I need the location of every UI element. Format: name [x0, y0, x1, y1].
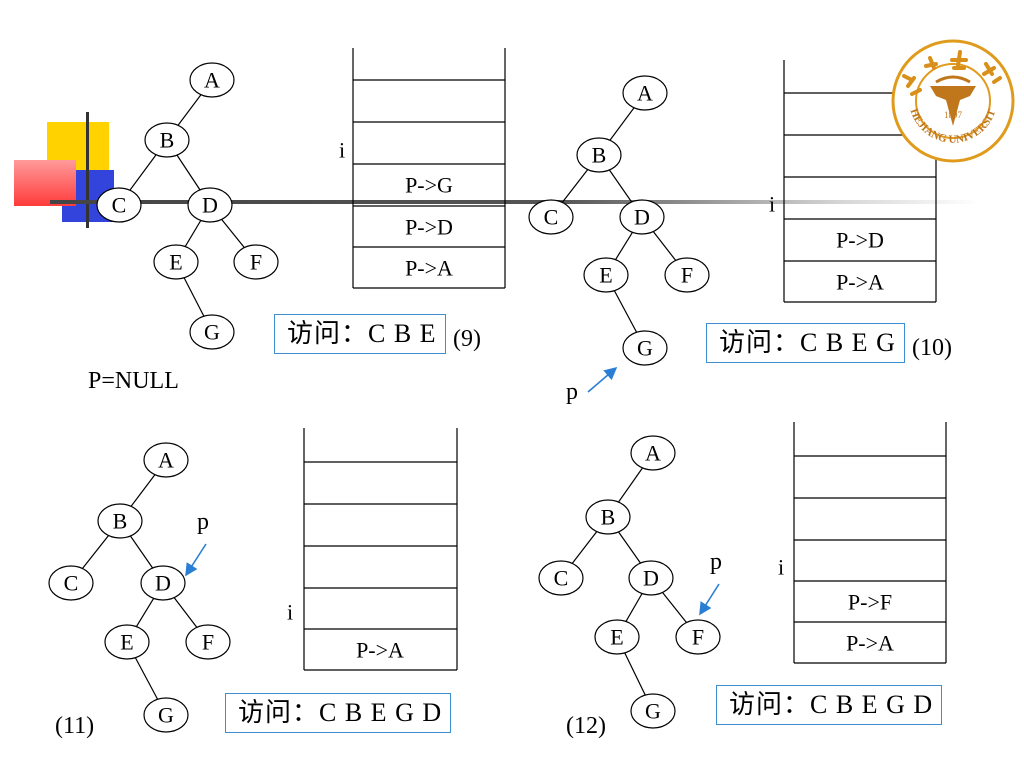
stack-entry: P->D	[405, 215, 453, 240]
svg-text:1897: 1897	[944, 110, 963, 120]
tree-node	[187, 187, 233, 223]
node-label: G	[645, 699, 661, 724]
pointer-arrow	[587, 366, 618, 393]
node-label: B	[113, 509, 128, 534]
panel-10-tree: A B C D E F G p	[528, 75, 710, 405]
tree-node	[630, 693, 676, 729]
panel-11-tree: A B C D E F G p	[48, 442, 231, 733]
node-label: B	[601, 505, 616, 530]
visit-box-12: 访问：C B E G D	[716, 685, 943, 725]
node-label: E	[169, 250, 182, 275]
stack-entry: P->A	[405, 256, 453, 281]
node-label: C	[64, 571, 79, 596]
node-label: E	[599, 263, 612, 288]
node-label: D	[643, 566, 659, 591]
tree-node	[594, 619, 640, 655]
visit-box-11: 访问：C B E G D	[225, 693, 452, 733]
node-label: D	[202, 193, 218, 218]
tree-node	[622, 75, 668, 111]
node-label: A	[204, 68, 220, 93]
node-label: A	[158, 448, 174, 473]
node-label: E	[120, 630, 133, 655]
tree-node	[233, 244, 279, 280]
tree-node	[622, 330, 668, 366]
decor-red-block	[14, 160, 76, 206]
stack-index-label: i	[339, 138, 345, 163]
stack-entry: P->A	[846, 631, 894, 656]
pointer-arrow	[185, 543, 207, 577]
stack-entry: P->G	[405, 173, 453, 198]
node-label: C	[544, 205, 559, 230]
stack-index-label: i	[778, 555, 784, 580]
node-label: C	[112, 193, 127, 218]
node-label: G	[204, 320, 220, 345]
panel-number-10: (10)	[912, 335, 952, 361]
university-logo: 1897 ZHEJIANG UNIVERSITY	[890, 38, 1015, 163]
tree-node	[189, 62, 235, 98]
node-label: F	[250, 250, 262, 275]
node-label: D	[634, 205, 650, 230]
tree-node	[630, 435, 676, 471]
panel-12-tree: A B C D E F G p	[538, 435, 722, 729]
panel-9-stack	[352, 48, 506, 289]
tree-node	[585, 499, 631, 535]
node-label: G	[158, 703, 174, 728]
tree-node	[538, 560, 584, 596]
tree-node	[185, 624, 231, 660]
node-label: F	[692, 625, 704, 650]
tree-node	[583, 257, 629, 293]
pointer-label: p	[710, 549, 722, 575]
node-label: B	[592, 143, 607, 168]
tree-node	[664, 257, 710, 293]
pointer-arrow	[699, 583, 720, 616]
panel-12-stack	[793, 422, 947, 664]
tree-node	[140, 565, 186, 601]
tree-node	[48, 565, 94, 601]
tree-node	[96, 187, 142, 223]
stack-entry: P->A	[836, 270, 884, 295]
tree-node	[143, 697, 189, 733]
stack-index-label: i	[769, 192, 775, 217]
node-label: F	[202, 630, 214, 655]
tree-node	[144, 122, 190, 158]
tree-node	[97, 503, 143, 539]
tree-node	[675, 619, 721, 655]
decor-vertical-line	[86, 112, 89, 228]
stack-entry: P->D	[836, 228, 884, 253]
tree-node	[528, 199, 574, 235]
pointer-label: p	[566, 379, 578, 405]
tree-node	[619, 199, 665, 235]
stack-entry: P->F	[848, 590, 892, 615]
panel-number-11: (11)	[55, 713, 95, 739]
visit-box-10: 访问：C B E G	[706, 323, 905, 363]
tree-node	[189, 314, 235, 350]
panel-number-12: (12)	[566, 713, 606, 739]
panel-11-stack	[303, 428, 458, 671]
stack-index-label: i	[287, 600, 293, 625]
node-label: E	[610, 625, 623, 650]
visit-box-9: 访问：C B E	[274, 314, 446, 354]
node-label: B	[160, 128, 175, 153]
node-label: A	[645, 441, 661, 466]
panel-9-tree: A B C D E F G	[96, 62, 279, 350]
tree-node	[104, 624, 150, 660]
node-label: F	[681, 263, 693, 288]
tree-node	[153, 244, 199, 280]
decor-horizontal-line	[50, 200, 980, 204]
node-label: D	[155, 571, 171, 596]
tree-node	[143, 442, 189, 478]
node-label: G	[637, 336, 653, 361]
tree-node	[628, 560, 674, 596]
pointer-label: p	[197, 509, 209, 535]
panel-number-9: (9)	[453, 326, 481, 352]
stack-entry: P->A	[356, 638, 404, 663]
tree-node	[576, 137, 622, 173]
node-label: C	[554, 566, 569, 591]
node-label: A	[637, 81, 653, 106]
null-pointer-note: P=NULL	[88, 368, 179, 394]
